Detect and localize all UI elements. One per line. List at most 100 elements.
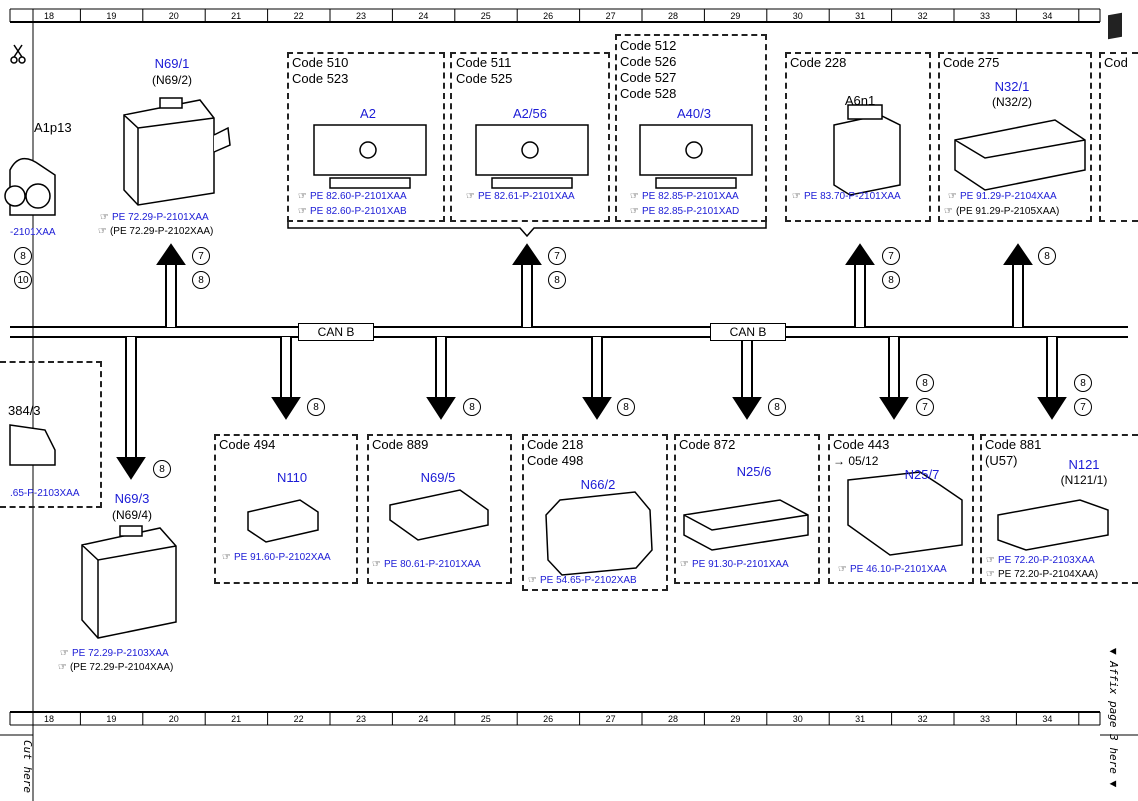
hand-pointer-icon: ☞	[528, 575, 537, 586]
hand-pointer-icon: ☞	[100, 212, 109, 223]
hand-pointer-icon: ☞	[60, 648, 69, 659]
up-arrows	[156, 243, 1033, 327]
box-partial-right	[1099, 52, 1138, 222]
a40-3-ref-2: ☞PE 82.85-P-2101XAD	[630, 206, 740, 217]
n121-code-2: (U57)	[985, 453, 1018, 468]
n69-1-circle-1: 7	[192, 247, 210, 265]
can-b-label-right: CAN B	[710, 323, 786, 341]
hand-pointer-icon: ☞	[222, 552, 231, 563]
a40-3-code-2: Code 526	[620, 54, 677, 69]
ruler-number: 23	[355, 714, 366, 724]
a2-label: A2	[360, 106, 376, 121]
ruler-number: 18	[43, 714, 54, 724]
hand-pointer-icon: ☞	[838, 564, 847, 575]
n66-2-ref-1: ☞PE 54.65-P-2102XAB	[528, 575, 637, 586]
a40-3-code-1: Code 512	[620, 38, 677, 53]
ruler-number: 25	[480, 714, 491, 724]
ruler-number: 25	[480, 11, 491, 21]
a6n1-circle-2: 8	[882, 271, 900, 289]
ruler-number: 21	[231, 11, 242, 21]
n121-circle-1: 8	[1074, 374, 1092, 392]
ruler-number: 28	[667, 11, 678, 21]
ruler-number: 27	[605, 11, 616, 21]
ruler-top	[9, 8, 1101, 23]
ruler-number: 18	[43, 11, 54, 21]
box-n25-6	[674, 434, 820, 584]
hand-pointer-icon: ☞	[630, 206, 639, 217]
n32-1-code-1: Code 275	[943, 55, 1000, 70]
hand-pointer-icon: ☞	[986, 569, 995, 580]
n69-5-circle-1: 8	[463, 398, 481, 416]
n110-ref-1: ☞PE 91.60-P-2102XAA	[222, 552, 331, 563]
scissors-icon	[10, 44, 26, 64]
n25-6-circle-1: 8	[768, 398, 786, 416]
a2-56-circle-1: 7	[548, 247, 566, 265]
ruler-number: 31	[855, 11, 866, 21]
n66-2-label: N66/2	[580, 477, 616, 492]
n32-1-ref-2: ☞(PE 91.29-P-2105XAA)	[944, 206, 1060, 217]
b384-3-label: 384/3	[8, 403, 41, 418]
ruler-number: 23	[355, 11, 366, 21]
down-arrows	[116, 337, 1067, 480]
a40-3-code-4: Code 528	[620, 86, 677, 101]
a2-code-1: Code 510	[292, 55, 349, 70]
a2-56-circle-2: 8	[548, 271, 566, 289]
hand-pointer-icon: ☞	[680, 559, 689, 570]
ruler-number: 24	[418, 714, 429, 724]
ruler-number: 24	[418, 11, 429, 21]
affix-label: ▼ Affix page 3 here ▼	[1107, 648, 1120, 788]
ruler-number: 27	[605, 714, 616, 724]
a6n1-ref-1: ☞PE 83.70-P-2101XAA	[792, 191, 901, 202]
a40-3-code-3: Code 527	[620, 70, 677, 85]
hand-pointer-icon: ☞	[372, 559, 381, 570]
n25-7-code-2: → 05/12	[833, 454, 879, 468]
n69-1-ref-2: ☞(PE 72.29-P-2102XAA)	[98, 226, 214, 237]
a40-3-ref-1: ☞PE 82.85-P-2101XAA	[630, 191, 739, 202]
a2-56-code-2: Code 525	[456, 71, 513, 86]
ruler-number: 20	[168, 11, 179, 21]
hand-pointer-icon: ☞	[58, 662, 67, 673]
n121-alt: (N121/1)	[1060, 473, 1108, 487]
hand-pointer-icon: ☞	[986, 555, 995, 566]
partial-code-1: Cod	[1104, 55, 1128, 70]
n69-1-ref-1: ☞PE 72.29-P-2101XAA	[100, 212, 209, 223]
a6n1-circle-1: 7	[882, 247, 900, 265]
n121-ref-1: ☞PE 72.20-P-2103XAA	[986, 555, 1095, 566]
can-bus-lines	[10, 326, 1128, 338]
ruler-number: 29	[730, 714, 741, 724]
ruler-number: 30	[792, 11, 803, 21]
ruler-number: 22	[293, 714, 304, 724]
ruler-number: 22	[293, 11, 304, 21]
n69-3-ref-2: ☞(PE 72.29-P-2104XAA)	[58, 662, 174, 673]
n110-label: N110	[276, 470, 308, 485]
n25-6-ref-1: ☞PE 91.30-P-2101XAA	[680, 559, 789, 570]
n32-1-ref-1: ☞PE 91.29-P-2104XAA	[948, 191, 1057, 202]
n25-7-label: N25/7	[904, 467, 940, 482]
box-a6n1	[785, 52, 931, 222]
a2-ref-1: ☞PE 82.60-P-2101XAA	[298, 191, 407, 202]
hand-pointer-icon: ☞	[792, 191, 801, 202]
a1p13-circle-2: 10	[14, 271, 32, 289]
a1p13-circle-1: 8	[14, 247, 32, 265]
a2-56-ref-1: ☞PE 82.61-P-2101XAA	[466, 191, 575, 202]
ruler-number: 34	[1042, 11, 1053, 21]
ruler-number: 19	[106, 714, 117, 724]
ruler-number: 29	[730, 11, 741, 21]
a2-ref-2: ☞PE 82.60-P-2101XAB	[298, 206, 407, 217]
n69-1-alt: (N69/2)	[151, 73, 192, 87]
n69-1-circle-2: 8	[192, 271, 210, 289]
n69-5-label: N69/5	[420, 470, 456, 485]
ruler-number: 31	[855, 714, 866, 724]
a40-3-label: A40/3	[677, 106, 711, 121]
n110-circle-1: 8	[307, 398, 325, 416]
a6n1-code-1: Code 228	[790, 55, 847, 70]
n25-7-circle-2: 7	[916, 398, 934, 416]
box-384-3	[0, 361, 102, 508]
b384-3-ref: .65-P-2103XAA	[10, 488, 80, 499]
n69-5-code-1: Code 889	[372, 437, 429, 452]
a2-56-code-1: Code 511	[456, 55, 512, 70]
n69-1-label: N69/1	[154, 56, 190, 71]
ruler-number: 20	[168, 714, 179, 724]
